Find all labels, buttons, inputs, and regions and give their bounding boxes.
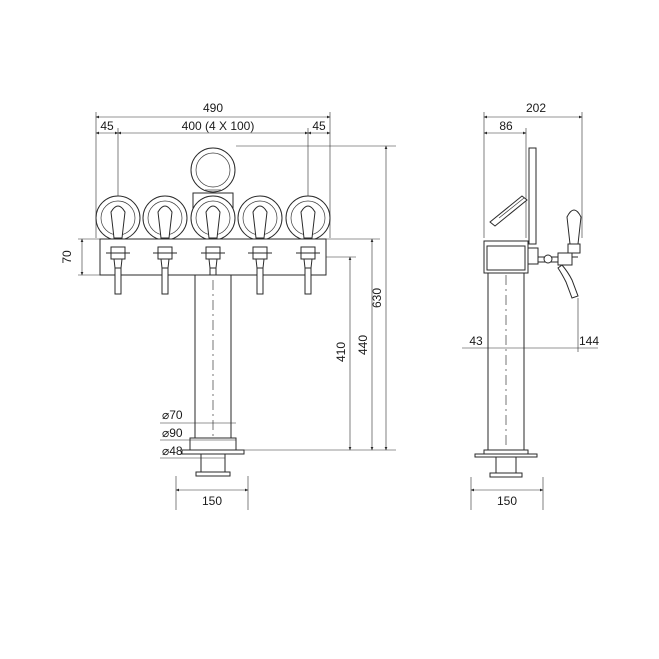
dim-base-150-label: 150 xyxy=(202,494,222,508)
dim-45-right-label: 45 xyxy=(312,119,326,133)
dim-45-left-label: 45 xyxy=(100,119,114,133)
side-gauge-plate xyxy=(489,147,537,245)
faucet-4 xyxy=(248,246,272,295)
front-diameter-dims: ⌀70 ⌀90 ⌀48 xyxy=(160,408,236,459)
dim-70-height: 70 xyxy=(60,238,100,276)
side-view: 202 86 xyxy=(462,101,599,510)
side-head-block xyxy=(483,240,539,274)
tap-housing-2 xyxy=(142,195,188,241)
dim-dia-90-label: ⌀90 xyxy=(162,426,183,440)
side-mid-dims: 43 144 xyxy=(462,298,599,352)
faucet-2 xyxy=(153,246,177,295)
front-dimensions-top: 490 45 400 (4 X 100) 45 xyxy=(95,101,331,238)
front-height-dims: 630 440 410 xyxy=(236,145,396,451)
dim-144-label: 144 xyxy=(579,334,599,348)
tap-housing-1 xyxy=(95,195,141,241)
dim-440-label: 440 xyxy=(356,335,370,355)
dim-side-base-150-label: 150 xyxy=(497,494,517,508)
dim-630-label: 630 xyxy=(370,288,384,308)
dim-202-label: 202 xyxy=(526,101,546,115)
dim-410-label: 410 xyxy=(334,342,348,362)
dim-dia-70-label: ⌀70 xyxy=(162,408,183,422)
front-column xyxy=(181,274,245,477)
tap-housing-3 xyxy=(190,195,236,241)
dim-70-label: 70 xyxy=(60,250,74,264)
side-faucet xyxy=(538,209,582,299)
dim-400-label: 400 (4 X 100) xyxy=(182,119,255,133)
side-dimensions-top: 202 86 xyxy=(483,101,583,238)
faucet-1 xyxy=(106,246,130,295)
side-base-dim: 150 xyxy=(470,477,544,510)
side-column xyxy=(474,272,538,478)
tap-housing-4 xyxy=(237,195,283,241)
front-view: 490 45 400 (4 X 100) 45 xyxy=(60,101,396,510)
faucet-5 xyxy=(296,246,320,295)
front-base-dim: 150 xyxy=(175,476,249,510)
front-tap-housings xyxy=(95,195,331,241)
dim-43-label: 43 xyxy=(469,334,483,348)
dim-dia-48-label: ⌀48 xyxy=(162,444,183,458)
dim-86-label: 86 xyxy=(499,119,513,133)
dim-490-label: 490 xyxy=(203,101,223,115)
tap-housing-5 xyxy=(285,195,331,241)
